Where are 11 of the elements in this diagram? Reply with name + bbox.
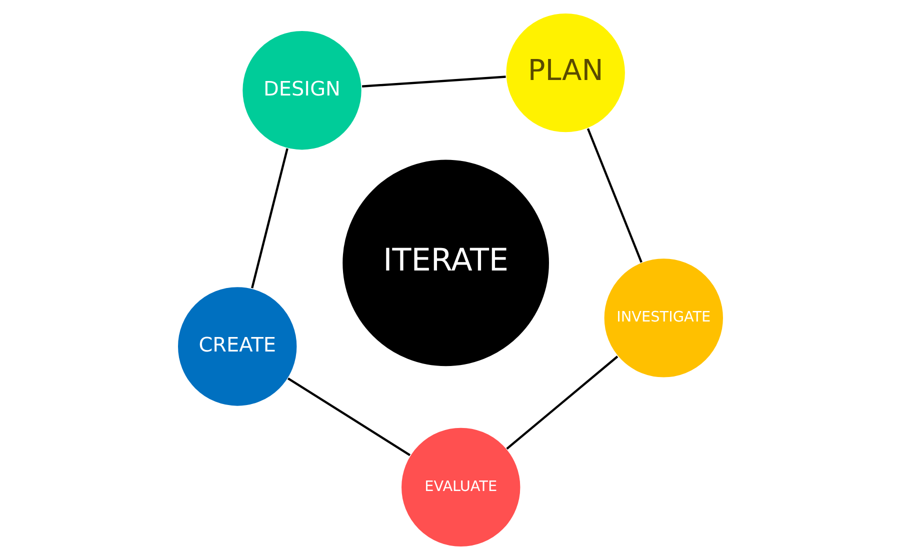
node-circle: INVESTIGATE <box>602 258 724 378</box>
connector <box>586 128 642 263</box>
node-circle: EVALUATE <box>400 426 521 548</box>
connector <box>250 148 288 288</box>
node-circle: PLAN <box>504 12 626 134</box>
connector <box>506 356 618 450</box>
node-circle: ITERATE <box>341 158 550 368</box>
connector <box>286 377 410 456</box>
connector <box>361 76 506 88</box>
node-circle: DESIGN <box>241 30 362 151</box>
node-circle: CREATE <box>176 286 298 407</box>
